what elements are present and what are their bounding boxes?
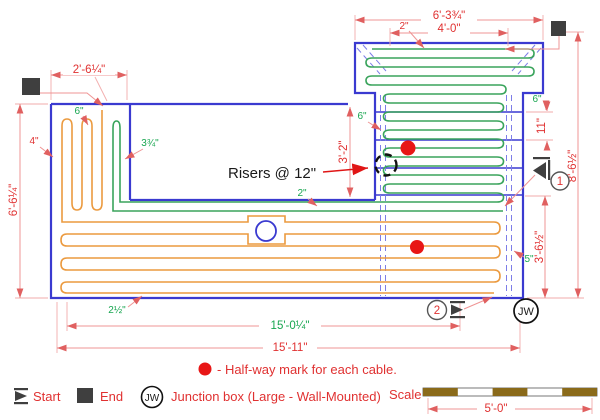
riser-symbol	[374, 153, 398, 177]
cable-1-green-path	[112, 48, 535, 212]
halfway-dot-cable1	[400, 140, 416, 156]
legend-start-icon	[14, 388, 28, 405]
dim-green-offset-label: 3¾"	[141, 138, 159, 149]
end-marker-cable2-icon	[22, 78, 40, 95]
legend-halfway-dot-icon	[198, 362, 212, 376]
legend-junction-jw: JW	[145, 393, 160, 404]
legend-junction-icon	[140, 385, 164, 409]
dim-right-height-label: 8'-6½"	[567, 150, 579, 183]
dim-left-offset-leader	[39, 146, 54, 158]
cable-markers: 1 2 JW	[22, 21, 570, 324]
start-marker-cable1-icon	[533, 157, 551, 180]
legend-start-label: Start	[33, 389, 61, 404]
dim-stair-spacing-label: 6"	[357, 111, 367, 122]
risers-arrow	[322, 163, 369, 176]
dim-left-box-spacing-label: 6"	[74, 106, 84, 117]
dim-stair-spacing-leader	[367, 121, 382, 131]
legend-end-label: End	[100, 389, 123, 404]
corner-brace-left-a	[356, 47, 381, 75]
dim-heated-width-label: 15'-0¼"	[271, 320, 310, 332]
legend: - Half-way mark for each cable. Start En…	[14, 362, 598, 415]
dim-bottom-offset-label: 2½"	[108, 305, 126, 316]
start-marker-cable1-leader	[504, 174, 536, 207]
junction-box-circle	[513, 298, 539, 324]
legend-halfway-text: - Half-way mark for each cable.	[217, 362, 397, 377]
dim-top-spacing-label: 2"	[399, 21, 409, 32]
end-marker-cable1-icon	[551, 21, 566, 36]
floor-sensor-circle	[255, 220, 277, 242]
dim-mid-spacing-label: 2"	[297, 188, 307, 199]
dim-left-height-label: 6'-6¼"	[8, 184, 20, 217]
dim-landing-width-label: 4'-0"	[438, 23, 461, 35]
halfway-dot-cable2	[410, 240, 424, 254]
dim-top-spacing-leader	[408, 30, 425, 49]
start-marker-cable2-icon	[450, 301, 465, 319]
dim-left-offset-label: 4"	[29, 136, 39, 147]
cable1-number: 1	[557, 176, 563, 188]
dim-right-gap-label: 5"	[524, 254, 534, 265]
legend-junction-text: Junction box (Large - Wall-Mounted)	[171, 389, 381, 404]
end-marker-cable1-leader	[505, 36, 560, 53]
dim-left-box-width-label: 2'-6¼"	[73, 64, 106, 76]
dim-lower-right-height-label: 3'-6½"	[534, 231, 546, 264]
legend-end-icon	[77, 388, 93, 403]
dim-right-spacing-label: 6"	[532, 94, 542, 105]
dim-riser-depth-label: 11"	[536, 118, 548, 134]
dim-top-width-label: 6'-3¾"	[433, 10, 466, 22]
dimension-lines: 6'-3¾" 4'-0" 2" 2'-6¼" 6" 4" 3¾" 6'-6¼" …	[8, 9, 584, 354]
dim-mid-height-label: 3'-2"	[338, 141, 350, 164]
cable2-number-circle	[426, 299, 448, 321]
scale-bar	[422, 387, 598, 397]
scale-dim-label: 5'-0"	[485, 403, 508, 415]
dim-green-offset-leader	[124, 148, 144, 160]
dim-mid-spacing-leader	[307, 197, 318, 207]
legend-scale-label: Scale	[389, 387, 422, 402]
cable1-number-circle	[550, 171, 570, 191]
cable2-number: 2	[434, 305, 440, 317]
dim-left-box-spacing-leader	[80, 115, 89, 126]
end-marker-cable2-leader	[40, 92, 104, 107]
outer-wall-outline	[49, 41, 545, 300]
corner-brace-right-a	[517, 47, 542, 75]
corner-brace-left-b	[362, 44, 387, 72]
dim-right-gap-leader	[513, 250, 525, 259]
risers-annotation: Risers @ 12"	[228, 165, 316, 182]
dim-bottom-offset-leader	[127, 295, 143, 308]
dim-overall-width-label: 15'-11"	[273, 342, 308, 354]
start-marker-cable2-leader	[463, 296, 493, 310]
junction-box-label: JW	[518, 306, 535, 318]
